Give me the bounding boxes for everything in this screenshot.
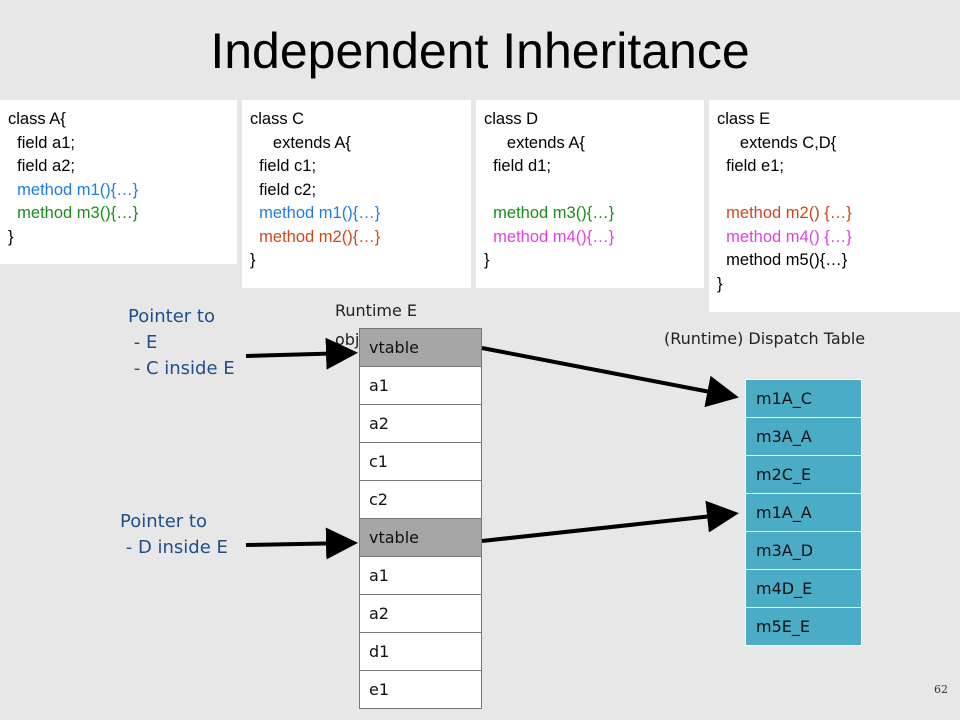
class-c-code-box: class C extends A{ field c1; field c2; m…	[242, 100, 471, 288]
class-d-line: method m3(){…}	[484, 204, 615, 222]
dispatch-table-label: (Runtime) Dispatch Table	[664, 329, 866, 348]
vtable-c-arrow	[481, 346, 739, 408]
class-a-line: method m3(){…}	[8, 204, 139, 222]
class-d-line: }	[484, 251, 490, 269]
pointer-to-d-label: Pointer to - D inside E	[120, 511, 228, 558]
class-a-line: field a2;	[8, 157, 75, 175]
dispatch-entry: m1A_A	[745, 493, 862, 532]
class-e-line: method m2() {…}	[717, 204, 852, 222]
class-d-code-box: class D extends A{ field d1; method m3()…	[476, 100, 704, 288]
class-d-line: class D	[484, 110, 539, 128]
dispatch-entry: m2C_E	[745, 455, 862, 494]
class-c-line: method m2(){…}	[250, 227, 381, 246]
class-a-line: }	[8, 227, 14, 246]
class-c-line: extends A{	[250, 133, 351, 152]
class-e-line: extends C,D{	[717, 133, 837, 152]
class-e-line: class E	[717, 110, 771, 128]
object-field-cell: a2	[359, 404, 482, 443]
dispatch-entry: m1A_C	[745, 379, 862, 418]
class-c-line: class C	[250, 110, 305, 128]
class-e-line: }	[717, 274, 723, 293]
slide-number: 62	[934, 683, 948, 696]
dispatch-entry: m4D_E	[745, 569, 862, 608]
class-c-line: field c1;	[250, 157, 317, 175]
class-e-line: field e1;	[717, 157, 784, 175]
class-a-line: method m1(){…}	[8, 180, 139, 199]
dispatch-entry: m3A_A	[745, 417, 862, 456]
slide-title: Independent Inheritance	[210, 23, 750, 79]
class-a-line: class A{	[8, 110, 66, 128]
dispatch-entry: m5E_E	[745, 607, 862, 646]
pointer-to-e-label: Pointer to - E - C inside E	[128, 306, 235, 379]
vtable-d-arrow	[481, 500, 739, 543]
class-a-line: field a1;	[8, 133, 75, 152]
class-c-line: field c2;	[250, 180, 317, 199]
class-e-code-box: class E extends C,D{ field e1; method m2…	[709, 100, 960, 312]
class-a-code-box: class A{ field a1; field a2; method m1()…	[0, 100, 237, 264]
pointer-e-arrow	[245, 337, 358, 370]
class-e-line: method m4() {…}	[717, 227, 852, 246]
class-c-line: }	[250, 251, 256, 269]
pointer-d-arrow	[245, 527, 358, 560]
object-field-cell: a2	[359, 594, 482, 633]
object-field-cell: e1	[359, 670, 482, 709]
class-d-line: extends A{	[484, 133, 585, 152]
class-e-line: method m5(){…}	[717, 251, 848, 269]
class-d-line: method m4(){…}	[484, 227, 615, 246]
class-c-line: method m1(){…}	[250, 204, 381, 222]
class-d-line: field d1;	[484, 157, 551, 175]
